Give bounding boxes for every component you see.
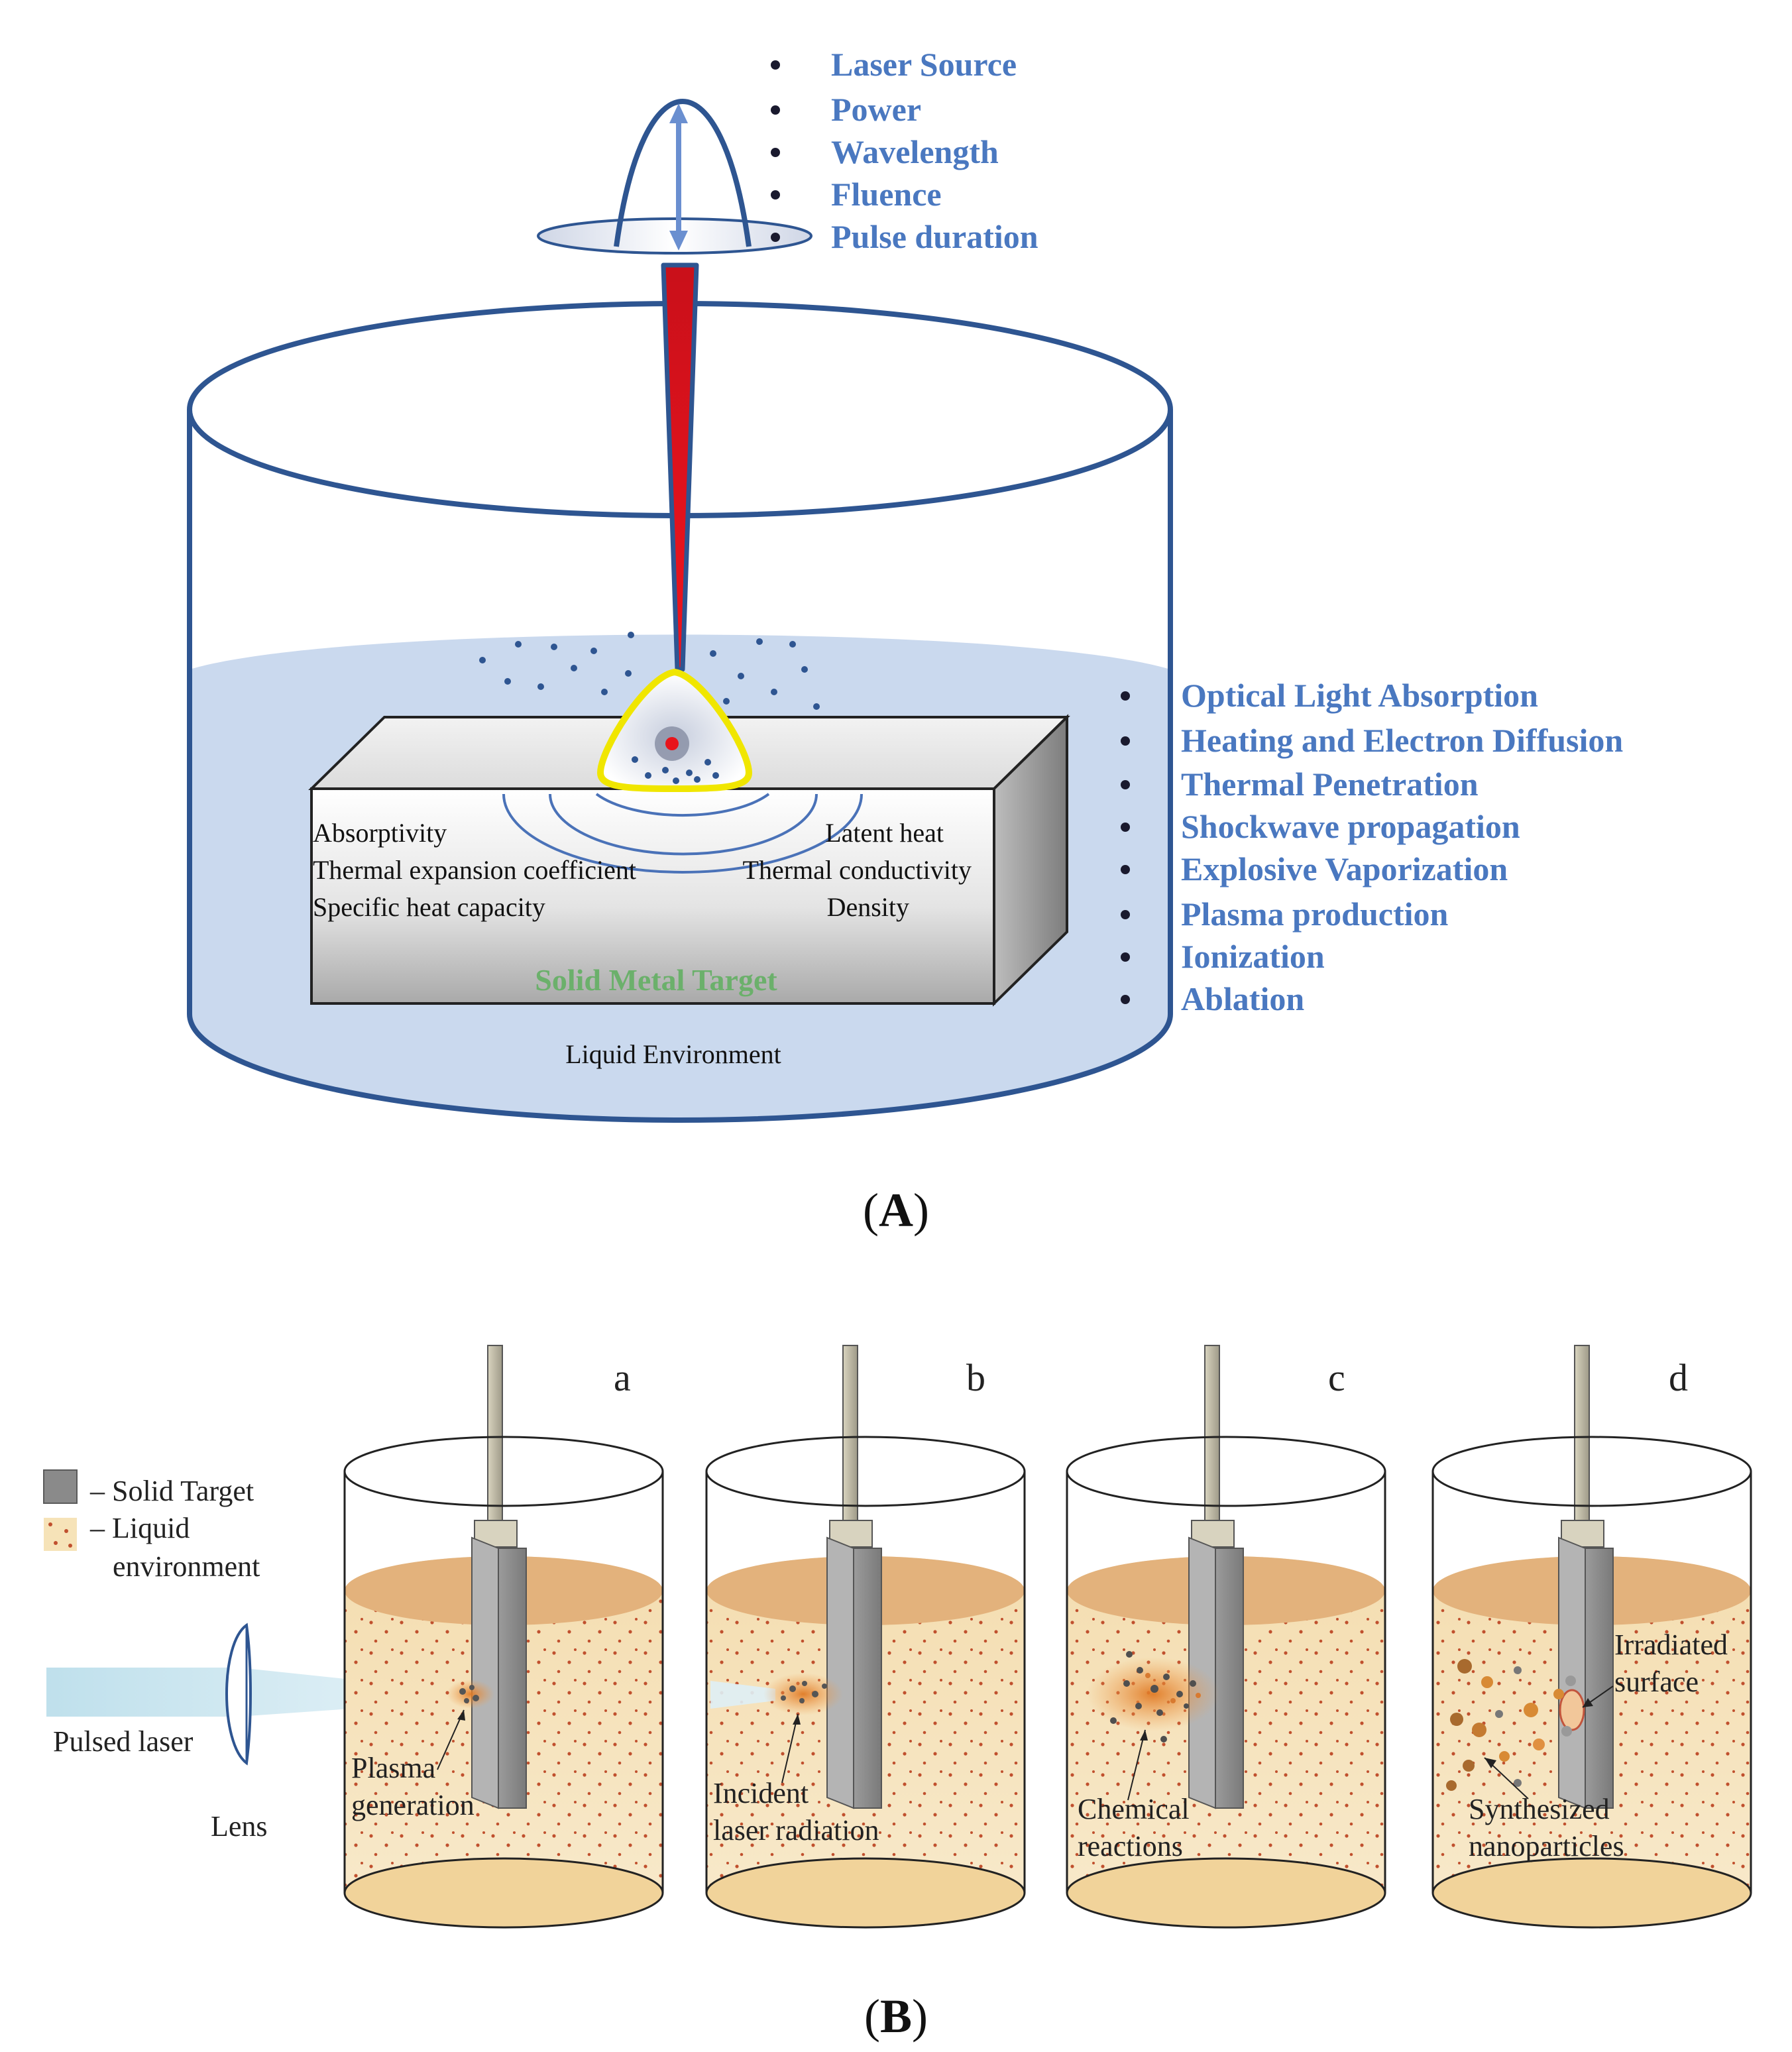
stage-label: laser radiation bbox=[713, 1814, 879, 1847]
ejected-particles bbox=[479, 632, 820, 710]
target-properties: Absorptivity Thermal expansion coefficie… bbox=[313, 818, 972, 922]
laser-parameter-item: Pulse duration bbox=[831, 218, 1038, 255]
stage-label: reactions bbox=[1078, 1830, 1183, 1862]
plasma-plume bbox=[596, 668, 753, 793]
property-absorptivity: Absorptivity bbox=[313, 818, 447, 848]
property-thermal-conductivity: Thermal conductivity bbox=[743, 855, 972, 885]
process-item: Plasma production bbox=[1181, 895, 1448, 933]
property-latent-heat: Latent heat bbox=[825, 818, 944, 848]
stage-d: d Irradiated surface Synthesized nanopar… bbox=[1431, 1345, 1752, 1929]
laser-parameter-item: Fluence bbox=[831, 176, 942, 213]
stage-letter: a bbox=[614, 1356, 631, 1399]
stage-letter: b bbox=[966, 1356, 985, 1399]
property-specific-heat: Specific heat capacity bbox=[313, 892, 545, 922]
panel-b: – Solid Target – Liquid environment Puls… bbox=[43, 1345, 1752, 2043]
stage-label: nanoparticles bbox=[1469, 1830, 1624, 1862]
process-item: Ionization bbox=[1181, 938, 1325, 975]
laser-source-icon bbox=[537, 99, 812, 255]
laser-parameter-item: Laser Source bbox=[831, 46, 1017, 83]
stage-label: Plasma bbox=[351, 1752, 435, 1784]
process-item: Thermal Penetration bbox=[1181, 766, 1479, 803]
process-list: Optical Light Absorption Heating and Ele… bbox=[1121, 677, 1623, 1017]
panel-a-caption: (A) bbox=[863, 1184, 929, 1237]
stage-a: a Plasma generation bbox=[343, 1345, 664, 1929]
laser-parameter-list: Laser Source Power Wavelength Fluence Pu… bbox=[771, 46, 1038, 255]
stage-label: surface bbox=[1614, 1666, 1699, 1698]
legend-solid-target: – Solid Target bbox=[89, 1475, 254, 1507]
lens-label: Lens bbox=[211, 1810, 268, 1843]
nanoparticles bbox=[1446, 1659, 1576, 1791]
legend-liquid-environment: environment bbox=[113, 1550, 260, 1583]
laser-parameter-bullets bbox=[771, 60, 780, 242]
stage-letter: d bbox=[1669, 1356, 1688, 1399]
panel-b-caption: (B) bbox=[864, 1990, 928, 2043]
panel-a: Laser Source Power Wavelength Fluence Pu… bbox=[187, 46, 1623, 1237]
target-label: Solid Metal Target bbox=[535, 963, 777, 997]
process-bullets bbox=[1121, 691, 1130, 1004]
legend: – Solid Target – Liquid environment bbox=[43, 1469, 260, 1583]
solid-metal-target bbox=[308, 714, 1070, 1007]
pulsed-laser-label: Pulsed laser bbox=[53, 1725, 194, 1758]
legend-liquid: – Liquid bbox=[89, 1512, 190, 1544]
property-density: Density bbox=[827, 892, 909, 922]
stage-label: Irradiated bbox=[1614, 1628, 1728, 1661]
environment-label: Liquid Environment bbox=[565, 1039, 781, 1069]
stage-label: Chemical bbox=[1078, 1793, 1190, 1825]
stage-label: Incident bbox=[713, 1777, 809, 1809]
process-item: Optical Light Absorption bbox=[1181, 677, 1538, 714]
legend-solid-target-swatch bbox=[43, 1469, 78, 1504]
laser-beam bbox=[661, 262, 699, 672]
stage-c: c Chemical reactions bbox=[1066, 1345, 1386, 1929]
process-item: Explosive Vaporization bbox=[1181, 850, 1508, 887]
stage-letter: c bbox=[1328, 1356, 1345, 1399]
stage-label: Synthesized bbox=[1469, 1793, 1610, 1825]
stage-b: b Incident laser radiation bbox=[705, 1345, 1026, 1929]
laser-parameter-item: Power bbox=[831, 91, 921, 128]
process-item: Heating and Electron Diffusion bbox=[1181, 722, 1623, 759]
stage-label: generation bbox=[351, 1789, 475, 1821]
shockwave-arcs bbox=[502, 793, 863, 874]
process-item: Ablation bbox=[1181, 980, 1304, 1017]
laser-parameter-item: Wavelength bbox=[831, 133, 999, 170]
process-item: Shockwave propagation bbox=[1181, 808, 1520, 845]
property-thermal-expansion: Thermal expansion coefficient bbox=[313, 855, 636, 885]
